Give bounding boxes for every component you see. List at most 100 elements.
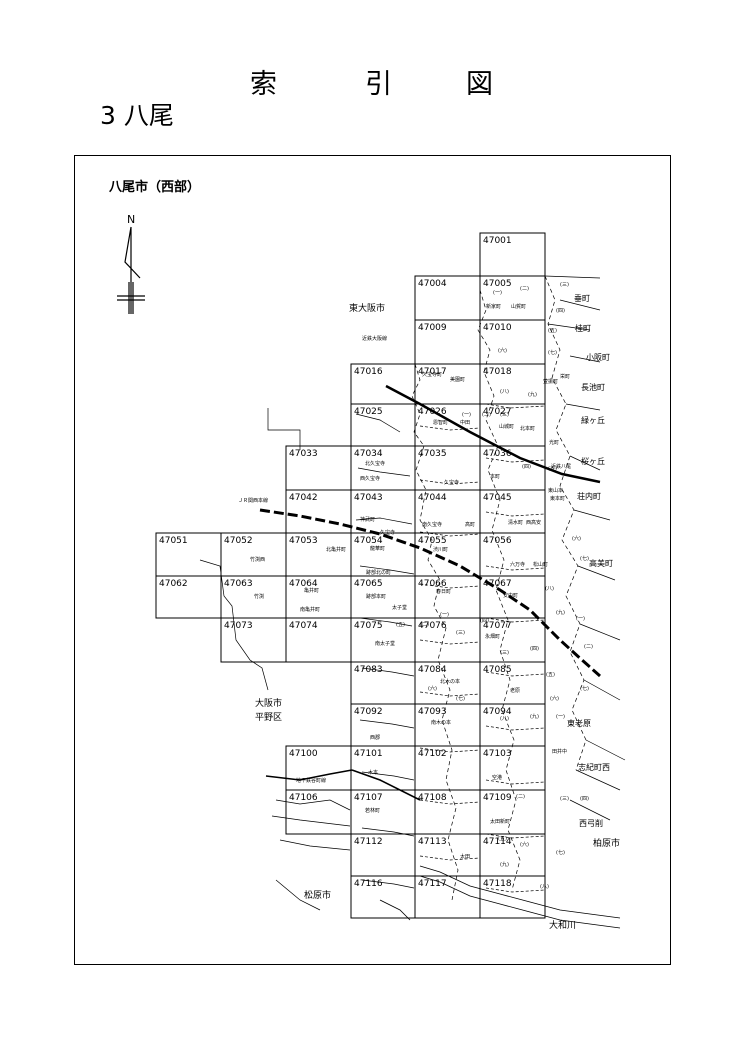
sheet-number: 47063 — [224, 579, 253, 589]
sheet-number: 47093 — [418, 707, 447, 717]
area-title: 八尾市（西部） — [109, 180, 201, 195]
place-label-kitakinomoto: 北木の本 — [440, 678, 460, 685]
place-label-higashi-yamamoto: 東山本 — [548, 487, 563, 494]
sheet-number: 47055 — [418, 536, 447, 546]
sheet-number: 47102 — [418, 749, 447, 759]
place-label-taishido: 太子堂 — [392, 604, 407, 611]
place-label-katsuramachi: 桂町 — [575, 323, 591, 333]
district-mark: (九) — [556, 609, 565, 616]
sheet-number: 47045 — [483, 493, 512, 503]
place-label-minami-kinomoto: 南木の本 — [431, 719, 451, 726]
district-mark: (七) — [556, 849, 565, 856]
railway-lines — [259, 384, 601, 801]
district-mark: (六) — [550, 695, 559, 702]
place-label-shinkemachi: 新家町 — [486, 303, 501, 310]
sheet-number: 47056 — [483, 536, 512, 546]
place-label-minami-kyuhoji: 南久宝寺 — [422, 521, 442, 528]
place-label-takami: 高美町 — [589, 558, 613, 568]
sheet-number: 47108 — [418, 793, 447, 803]
district-mark: (八) — [545, 586, 554, 592]
place-label-nagao: 若林町 — [365, 807, 380, 814]
place-label-kintetsu-yao: 近鉄八尾 — [551, 463, 571, 470]
place-label-nishi-yumike: 西弓削 — [579, 818, 603, 828]
place-label-matsubara: 松原市 — [304, 889, 331, 901]
map-frame — [74, 155, 671, 965]
place-label-nagaike: 長池町 — [581, 382, 605, 392]
district-mark: (九) — [528, 391, 537, 398]
district-mark: (四) — [480, 618, 489, 624]
place-label-kiyomoto: 木本 — [368, 769, 378, 776]
district-mark: (六) — [498, 347, 507, 354]
place-label-nishi-kyuhoji: 西久宝寺 — [360, 475, 380, 482]
north-label: N — [127, 213, 135, 226]
place-label-kitakamei: 北亀井町 — [326, 546, 346, 553]
place-label-kyuhoji-naka: 久宝寺町 — [422, 371, 442, 378]
place-label-sounai: 荘内町 — [577, 491, 601, 501]
place-label-kintetsu-line: 近鉄大阪線 — [362, 335, 387, 342]
place-label-shibuya: 渋川町 — [433, 546, 448, 553]
district-mark: (三) — [500, 412, 509, 418]
district-mark: (一) — [462, 412, 471, 418]
place-label-nakagawa: 中田 — [460, 419, 470, 426]
sheet-grid — [155, 232, 546, 919]
sheet-number: 47009 — [418, 323, 447, 333]
place-label-subway: 地下鉄谷町線 — [296, 777, 326, 784]
place-label-yamato-river: 大和川 — [549, 919, 576, 931]
place-label-kamei: 亀井町 — [304, 587, 319, 594]
place-label-rokumanji: 六万寺 — [510, 561, 525, 568]
place-label-honmachi: 本町 — [490, 473, 500, 480]
sheet-number: 47005 — [483, 279, 512, 289]
sheet-number: 47065 — [354, 579, 383, 589]
place-label-higashi-kyohoji-2: 高町 — [465, 521, 475, 528]
sheet-number: 47112 — [354, 837, 383, 847]
district-mark: (三) — [560, 282, 569, 288]
place-label-seimei: 清水町 — [508, 519, 523, 526]
district-mark: (一) — [493, 290, 502, 296]
place-label-ota: 太田 — [460, 853, 470, 860]
sheet-number: 47073 — [224, 621, 253, 631]
sheet-number: 47033 — [289, 449, 318, 459]
district-mark: (二) — [520, 286, 529, 292]
district-mark: (六) — [520, 841, 529, 848]
place-label-kumoto: 光町 — [549, 439, 559, 446]
district-mark: (四) — [522, 464, 531, 470]
north-arrow-icon: N — [117, 213, 145, 314]
district-mark: (一) — [556, 714, 565, 720]
district-mark: (五) — [548, 328, 557, 334]
district-mark: (四) — [580, 796, 589, 802]
sheet-number: 47001 — [483, 236, 512, 246]
place-label-eifuku: 永畑町 — [485, 633, 500, 640]
sheet-number: 47042 — [289, 493, 318, 503]
district-mark: (五) — [396, 622, 405, 628]
place-label-atobe: 跡部本町 — [366, 593, 386, 600]
sheet-number: 47025 — [354, 407, 383, 417]
sheet-number: 47044 — [418, 493, 447, 503]
place-labels: 東大阪市大阪市平野区松原市柏原市大和川ＪＲ関西本線近鉄大阪線地下鉄谷町線垂町桂町… — [238, 282, 620, 931]
place-label-asuka: 安中町 — [503, 592, 518, 599]
sheet-number: 47034 — [354, 449, 383, 459]
sheet-number: 47066 — [418, 579, 447, 589]
title-char-3: 図 — [466, 69, 493, 100]
place-label-higashi-ohmine: 東老原 — [567, 718, 591, 728]
title-char-1: 索 — [250, 69, 277, 100]
sheet-number: 47075 — [354, 621, 383, 631]
place-label-shiki-nishi: 志紀町西 — [578, 762, 610, 772]
sheet-number: 47062 — [159, 579, 188, 589]
place-label-higashi-hon: 東本町 — [550, 495, 565, 502]
sheet-number: 47043 — [354, 493, 383, 503]
sheet-number: 47035 — [418, 449, 447, 459]
sheet-number: 47117 — [418, 879, 447, 889]
district-mark: (八) — [500, 389, 509, 395]
place-label-minami-kamei: 南亀井町 — [300, 606, 320, 613]
district-mark: (五) — [548, 466, 557, 472]
sheet-number: 47092 — [354, 707, 383, 717]
sheet-number: 47100 — [289, 749, 318, 759]
district-mark: (三) — [500, 650, 509, 656]
district-mark: (七) — [548, 349, 557, 356]
place-label-osaka-hirano-2: 平野区 — [255, 712, 282, 723]
place-label-takefuchi-nishi: 竹渕西 — [250, 556, 265, 563]
district-mark: (一) — [576, 616, 585, 622]
district-mark: (二) — [516, 794, 525, 800]
sheet-number: 47074 — [289, 621, 318, 631]
river-lines — [379, 865, 621, 929]
